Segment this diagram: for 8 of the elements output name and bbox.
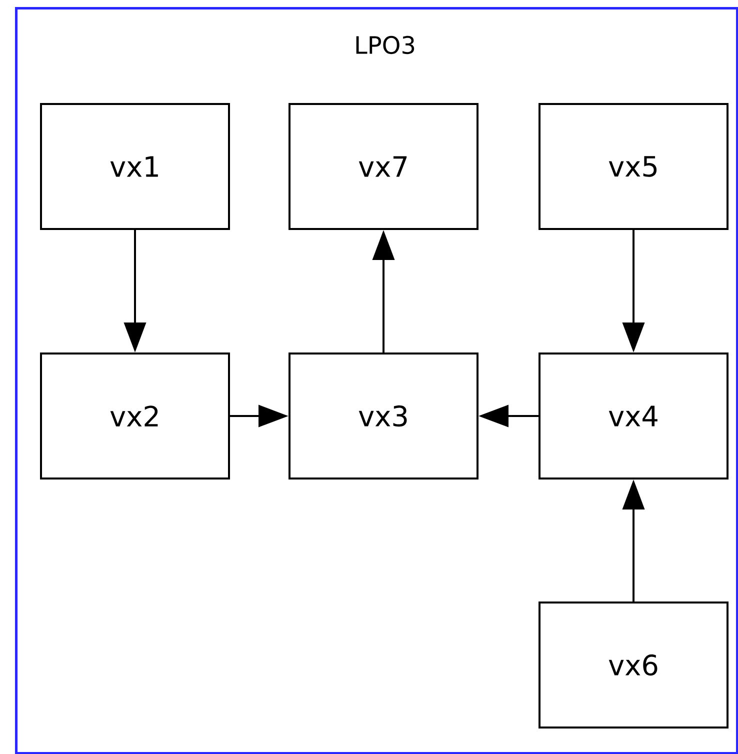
process-box: vx4 [538, 352, 729, 480]
process-box: vx6 [538, 602, 729, 728]
process-box: vx3 [288, 352, 478, 480]
process-box: vx2 [40, 352, 230, 480]
group-title: LPO3 [356, 36, 414, 54]
process-box: vx1 [40, 103, 230, 230]
process-box: vx5 [538, 103, 729, 230]
process-box: vx7 [288, 103, 478, 230]
